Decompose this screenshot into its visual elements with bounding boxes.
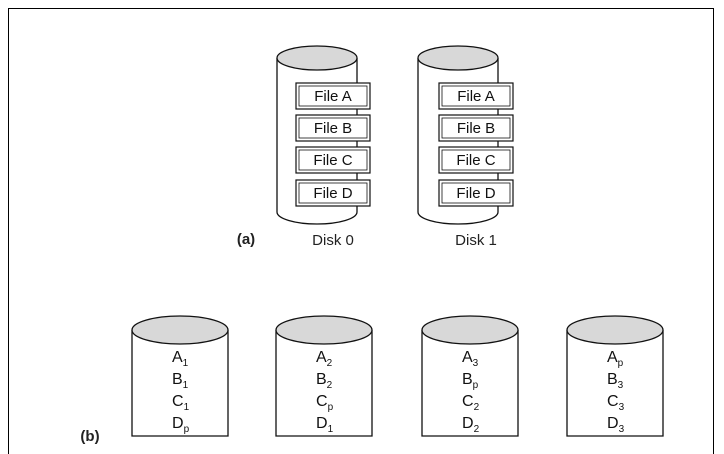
block-label: B3 xyxy=(607,371,624,391)
stripe-disk-2 xyxy=(275,315,373,437)
file-label: File A xyxy=(457,88,495,105)
file-box: File C xyxy=(295,146,371,174)
file-label: File A xyxy=(314,88,352,105)
file-label: File B xyxy=(314,120,352,137)
disk-top xyxy=(566,315,664,345)
file-box: File B xyxy=(295,114,371,142)
block-label: C3 xyxy=(607,393,625,413)
block-label: D3 xyxy=(607,415,625,435)
disk-top xyxy=(417,45,499,71)
file-box: File A xyxy=(438,82,514,110)
file-label: File D xyxy=(456,185,495,202)
disk-1: File A File B File C File D xyxy=(417,45,514,225)
file-label: File C xyxy=(456,152,495,169)
stripe-disk-1 xyxy=(131,315,229,437)
block-label: Ap xyxy=(607,349,624,369)
block-label: D2 xyxy=(462,415,480,435)
block-label: D1 xyxy=(316,415,334,435)
block-label: C2 xyxy=(462,393,480,413)
block-label: C1 xyxy=(172,393,190,413)
file-label: File C xyxy=(313,152,352,169)
file-label: File B xyxy=(457,120,495,137)
figure-frame xyxy=(8,8,714,454)
file-box: File C xyxy=(438,146,514,174)
disk-top xyxy=(275,315,373,345)
file-label: File D xyxy=(313,185,352,202)
block-label: A2 xyxy=(316,349,333,369)
part-a-label: (a) xyxy=(237,231,255,248)
block-label: B2 xyxy=(316,371,333,391)
file-box: File A xyxy=(295,82,371,110)
disk-0-label: Disk 0 xyxy=(312,232,354,249)
block-label: Cp xyxy=(316,393,334,413)
disk-0: File A File B File C File D xyxy=(276,45,371,225)
block-label: Bp xyxy=(462,371,479,391)
file-box: File D xyxy=(438,179,514,207)
block-label: A1 xyxy=(172,349,189,369)
stripe-disk-3 xyxy=(421,315,519,437)
block-label: Dp xyxy=(172,415,190,435)
file-box: File D xyxy=(295,179,371,207)
block-label: A3 xyxy=(462,349,479,369)
disk-top xyxy=(276,45,358,71)
disk-1-label: Disk 1 xyxy=(455,232,497,249)
disk-top xyxy=(131,315,229,345)
file-box: File B xyxy=(438,114,514,142)
disk-top xyxy=(421,315,519,345)
block-label: B1 xyxy=(172,371,189,391)
part-b-label: (b) xyxy=(80,428,99,445)
stripe-disk-4 xyxy=(566,315,664,437)
